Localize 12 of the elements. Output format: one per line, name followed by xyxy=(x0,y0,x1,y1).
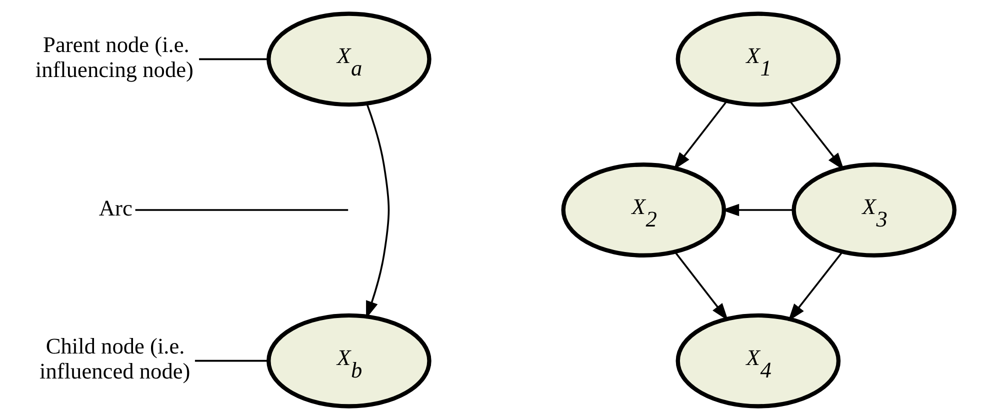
arrow xyxy=(721,204,794,216)
arrow xyxy=(674,251,728,321)
node-text: Parent node (i.e. influencing node) xyxy=(35,32,194,82)
arrow xyxy=(788,251,844,322)
node-text: Child node (i.e. influenced node) xyxy=(40,334,190,384)
connector xyxy=(135,209,348,211)
arrow xyxy=(366,104,390,319)
connector xyxy=(199,58,268,60)
connector xyxy=(194,360,268,362)
arrow xyxy=(674,100,728,170)
node-text: Arc xyxy=(98,195,132,220)
arrow xyxy=(789,100,844,170)
